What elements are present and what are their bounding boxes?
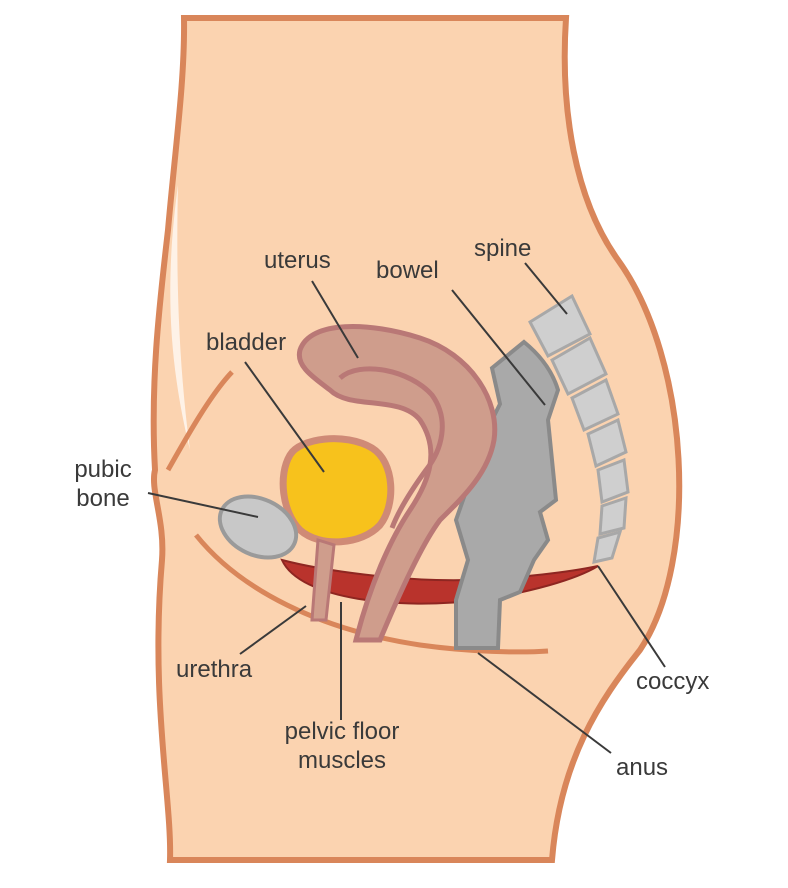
label-anus: anus: [616, 754, 669, 781]
label-pelvic-floor: pelvic floor muscles: [260, 717, 424, 775]
label-spine: spine: [474, 235, 532, 262]
uterus-inner: [338, 366, 445, 529]
label-pubic-line2: bone: [76, 485, 130, 512]
perineum-line: [194, 533, 549, 655]
leader-coccyx: [597, 565, 666, 668]
thigh-crease: [165, 370, 234, 472]
leader-bowel: [451, 289, 546, 406]
label-urethra: urethra: [176, 656, 253, 683]
bladder-shape: [279, 435, 395, 546]
leader-urethra: [239, 605, 307, 655]
leader-anus: [477, 652, 612, 754]
leader-bladder: [244, 361, 325, 473]
label-pelvic-floor-line2: muscles: [297, 747, 387, 774]
label-pubic-line1: pubic: [74, 456, 132, 483]
label-pelvic-floor-line1: pelvic floor: [284, 718, 400, 745]
label-bowel: bowel: [376, 257, 439, 284]
bowel-shape: [453, 339, 561, 650]
leader-spine: [524, 262, 568, 315]
spine-vertebrae: [528, 293, 630, 564]
label-uterus: uterus: [264, 247, 331, 274]
label-coccyx: coccyx: [636, 668, 710, 695]
uterus-shape: [296, 324, 498, 643]
leader-pubic-bone: [147, 492, 259, 518]
label-bladder: bladder: [206, 329, 287, 356]
hip-highlight: [170, 185, 190, 450]
leader-uterus: [311, 280, 359, 359]
urethra-shape: [310, 538, 336, 622]
label-pubic-bone: pubic bone: [62, 455, 144, 513]
